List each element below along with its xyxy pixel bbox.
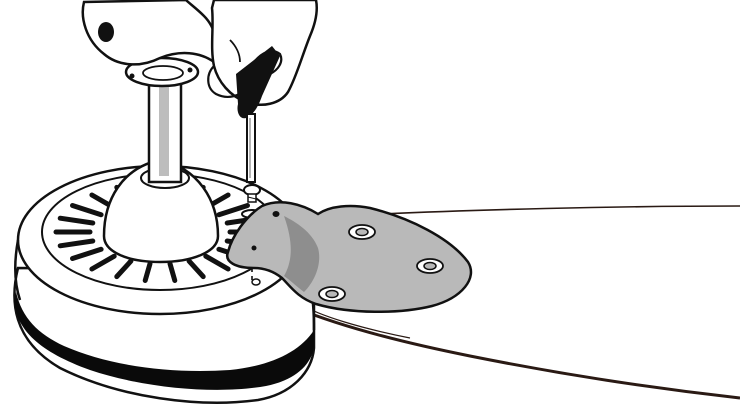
- downrod-highlight: [159, 84, 169, 176]
- flange-pin: [252, 246, 257, 251]
- canopy-screw-right: [188, 68, 193, 73]
- hand-dot: [98, 22, 114, 42]
- flange-hole-top: [273, 211, 280, 217]
- canopy-screw-left: [130, 74, 135, 79]
- flange-hole-bottom: [252, 279, 260, 285]
- screwdriver-shaft: [247, 114, 255, 182]
- supporting-hand: [83, 0, 217, 64]
- grommet-3: [319, 287, 345, 301]
- canopy-ring-inner: [143, 66, 183, 80]
- motor-housing: [14, 160, 314, 403]
- downrod: [126, 58, 198, 182]
- grommet-1: [349, 225, 375, 239]
- grommet-2: [417, 259, 443, 273]
